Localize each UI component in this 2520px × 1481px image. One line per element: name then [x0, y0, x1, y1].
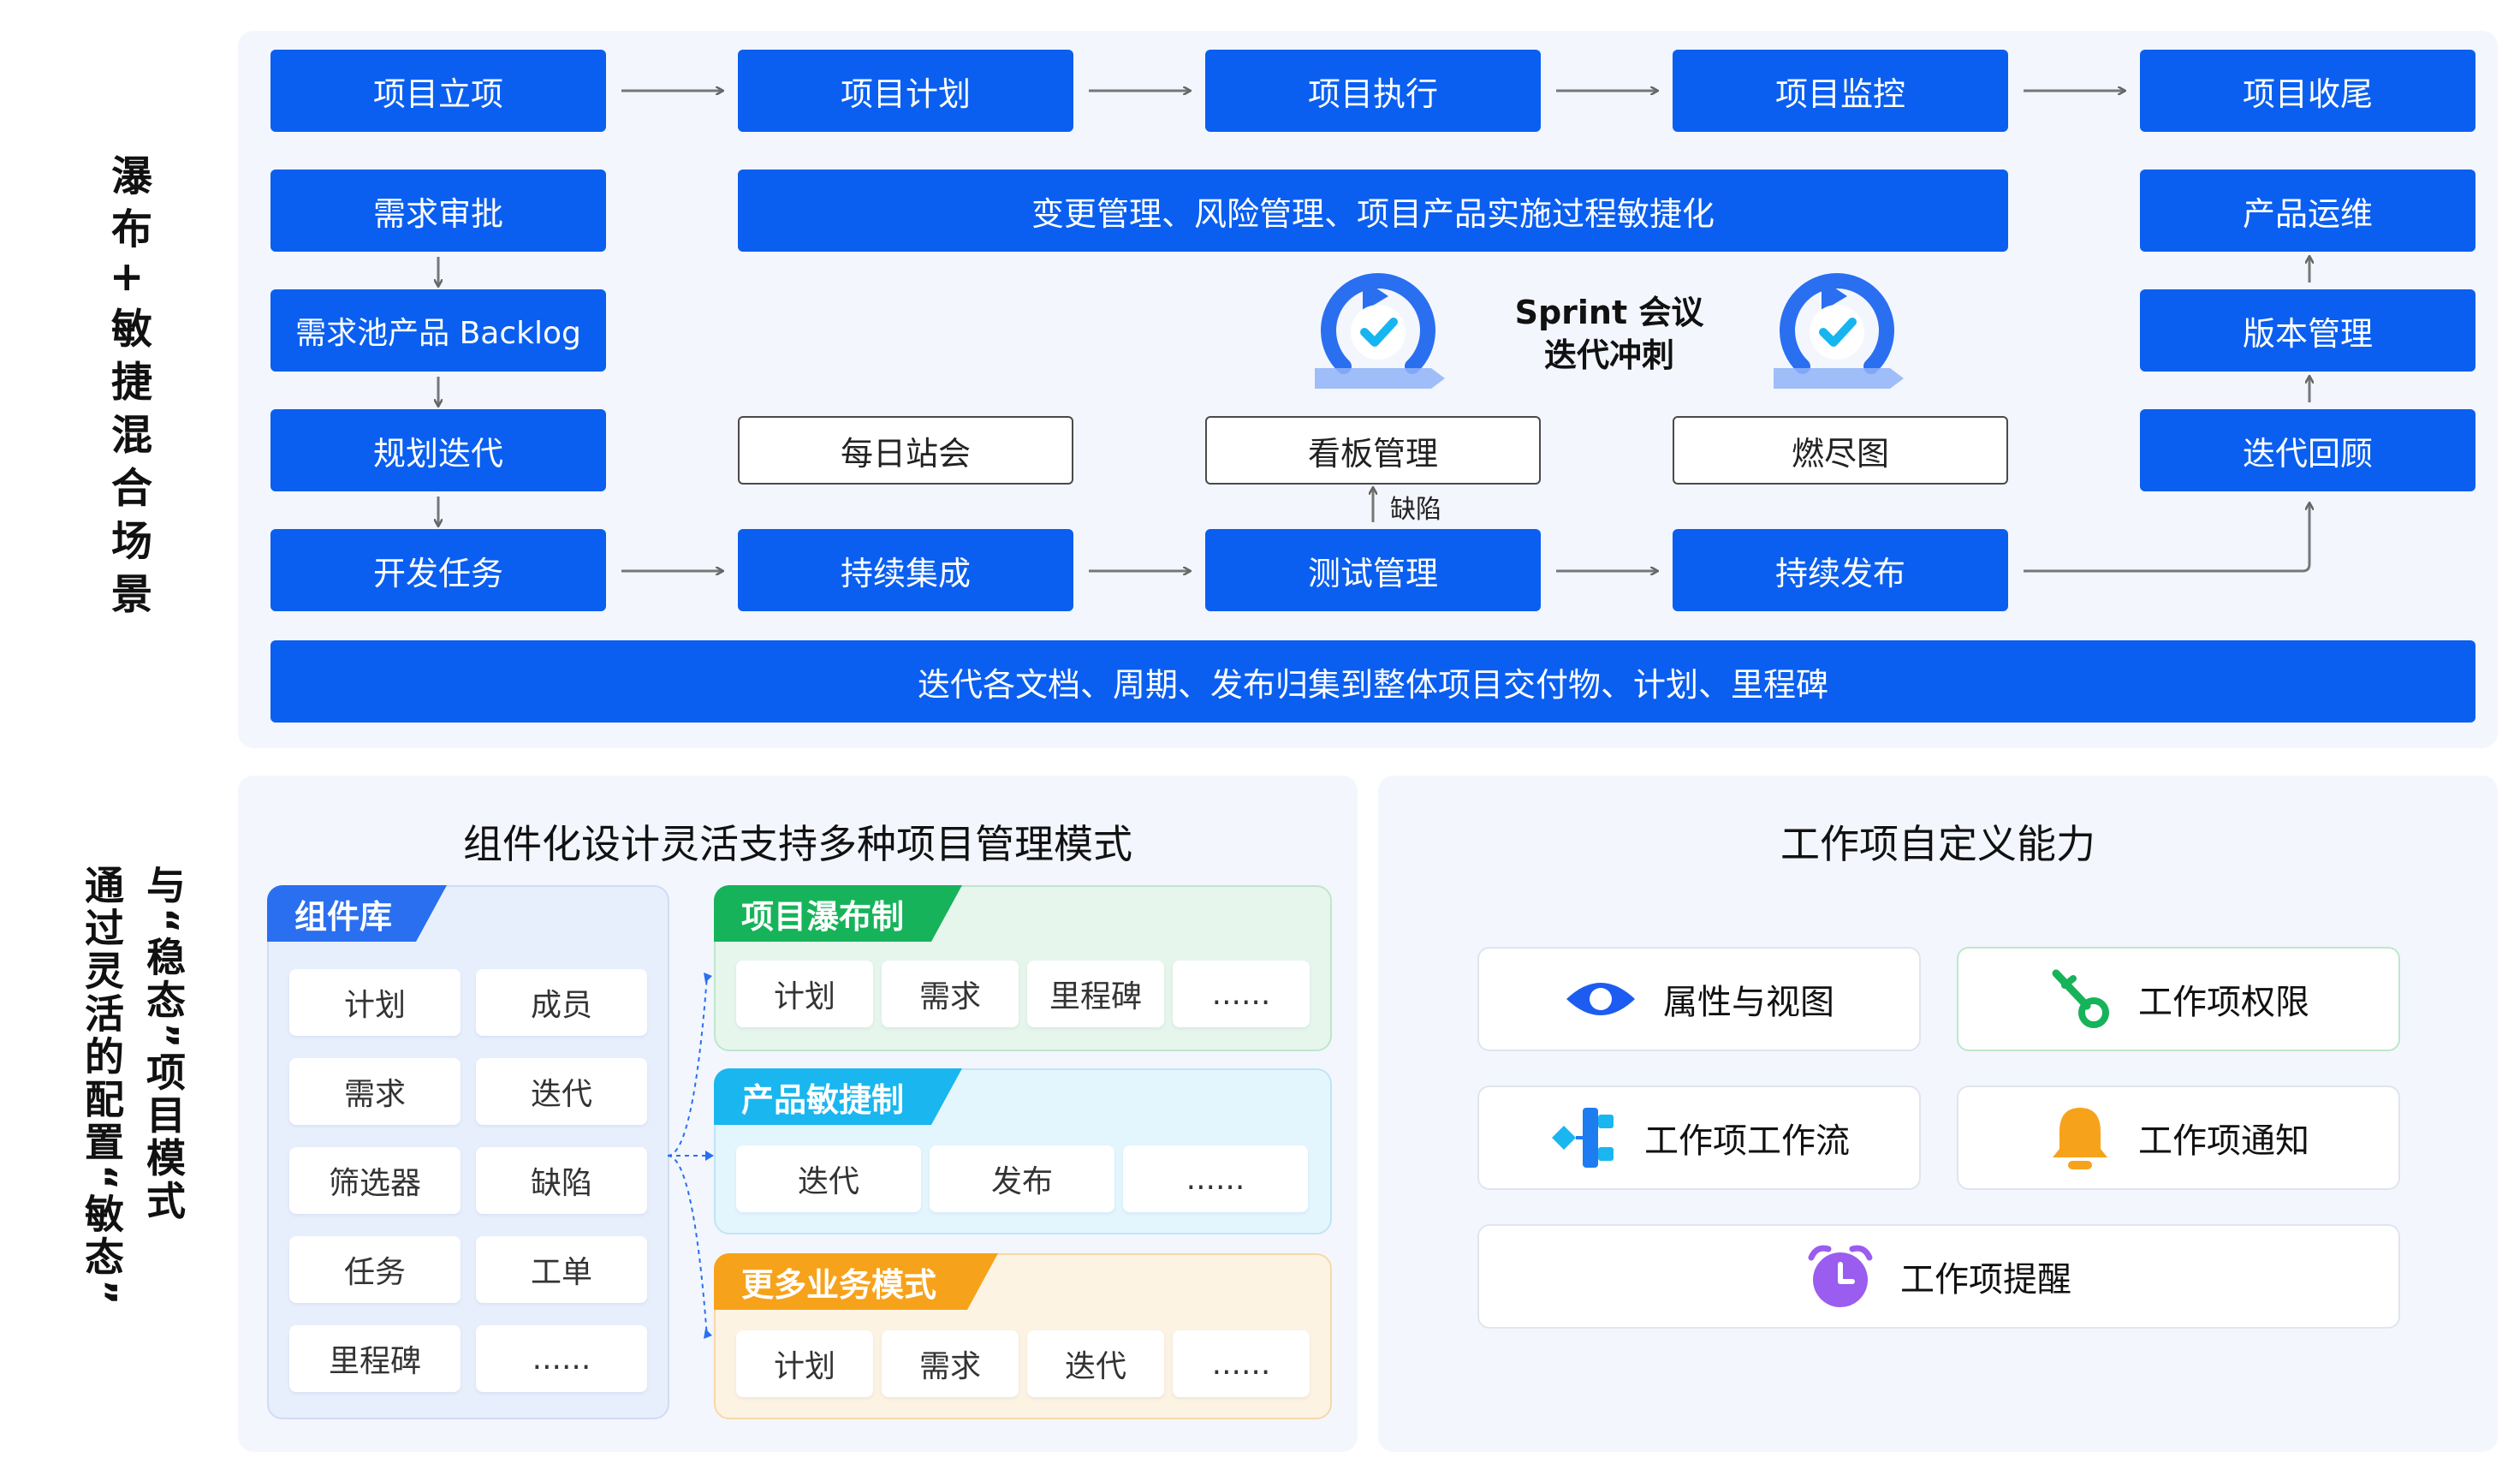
phase-box: 项目监控	[1673, 50, 2008, 132]
arrow-to-retrospective	[2024, 503, 2309, 573]
sprint-meeting-label: Sprint 会议 迭代冲刺	[1481, 291, 1738, 377]
kanban-box: 看板管理	[1205, 416, 1541, 485]
library-item: 计划	[289, 969, 461, 1036]
more-modes-tag: 更多业务模式	[714, 1253, 998, 1310]
more-mode-item: ......	[1173, 1330, 1310, 1397]
plan-iteration-box: 规划迭代	[270, 409, 606, 491]
mode-label-col-1: 与“稳态”项目模式	[140, 865, 187, 1223]
library-item: 任务	[289, 1236, 461, 1303]
feature-label: 工作项提醒	[1900, 1260, 2071, 1300]
backlog-box: 需求池产品 Backlog	[270, 289, 606, 372]
bell-icon	[2053, 1108, 2107, 1169]
more-mode-item: 计划	[736, 1330, 873, 1397]
test-management-box: 测试管理	[1205, 529, 1541, 611]
phase-box: 项目计划	[738, 50, 1073, 132]
agile-item: 发布	[930, 1145, 1114, 1212]
feature-label: 工作项权限	[2138, 983, 2309, 1022]
feature-label: 工作项工作流	[1644, 1121, 1850, 1161]
library-item: 成员	[476, 969, 647, 1036]
phase-box: 项目立项	[270, 50, 606, 132]
requirement-approval-box: 需求审批	[270, 170, 606, 252]
sprint-cycle-icon	[1315, 273, 1445, 389]
key-icon	[2052, 969, 2109, 1028]
library-item: 迭代	[476, 1058, 647, 1125]
feature-label: 属性与视图	[1663, 983, 1834, 1022]
defect-label: 缺陷	[1390, 495, 1441, 525]
daily-standup-box: 每日站会	[738, 416, 1073, 485]
product-ops-box: 产品运维	[2140, 170, 2475, 252]
version-management-box: 版本管理	[2140, 289, 2475, 372]
ci-box: 持续集成	[738, 529, 1073, 611]
phase-box: 项目执行	[1205, 50, 1541, 132]
more-mode-item: 迭代	[1027, 1330, 1164, 1397]
feature-label: 工作项通知	[2138, 1121, 2309, 1161]
waterfall-mode-tag: 项目瀑布制	[714, 885, 962, 942]
burndown-box: 燃尽图	[1673, 416, 2008, 485]
hybrid-scenario-label: 瀑布+敏捷混合场景	[104, 154, 152, 626]
sprint-line-1: Sprint 会议	[1514, 294, 1704, 331]
feature-properties-views: 属性与视图	[1477, 947, 1921, 1051]
workitem-panel-title: 工作项自定义能力	[1780, 821, 2095, 867]
waterfall-item: 里程碑	[1027, 961, 1164, 1027]
feature-reminders: 工作项提醒	[1477, 1224, 2400, 1329]
library-item: 筛选器	[289, 1147, 461, 1214]
library-item: 工单	[476, 1236, 647, 1303]
eye-icon	[1566, 983, 1635, 1015]
summary-bar: 迭代各文档、周期、发布归集到整体项目交付物、计划、里程碑	[270, 640, 2475, 723]
flow-arrows	[0, 0, 2520, 770]
workflow-icon	[1552, 1108, 1614, 1168]
phase-box: 项目收尾	[2140, 50, 2475, 132]
sprint-cycle-icon	[1774, 273, 1904, 389]
agile-mode-tag: 产品敏捷制	[714, 1068, 962, 1125]
mode-label-col-2: 通过灵活的配置“敏态”	[79, 865, 125, 1309]
change-management-box: 变更管理、风险管理、项目产品实施过程敏捷化	[738, 170, 2008, 252]
more-mode-item: 需求	[882, 1330, 1019, 1397]
library-item: 里程碑	[289, 1325, 461, 1392]
sprint-line-2: 迭代冲刺	[1543, 336, 1674, 374]
dev-task-box: 开发任务	[270, 529, 606, 611]
waterfall-item: 计划	[736, 961, 873, 1027]
agile-item: 迭代	[736, 1145, 921, 1212]
feature-workflow: 工作项工作流	[1477, 1085, 1921, 1190]
components-panel-title: 组件化设计灵活支持多种项目管理模式	[463, 821, 1132, 867]
waterfall-item: 需求	[882, 961, 1019, 1027]
library-to-modes-connector	[667, 972, 714, 1339]
feature-permissions: 工作项权限	[1957, 947, 2400, 1051]
hybrid-scenario-panel	[238, 31, 2498, 748]
retrospective-box: 迭代回顾	[2140, 409, 2475, 491]
cd-box: 持续发布	[1673, 529, 2008, 611]
library-item: ......	[476, 1325, 647, 1392]
library-item: 需求	[289, 1058, 461, 1125]
alarm-clock-icon	[1808, 1245, 1873, 1307]
waterfall-item: ......	[1173, 961, 1310, 1027]
component-library-tag: 组件库	[267, 885, 447, 942]
agile-item: ......	[1123, 1145, 1308, 1212]
library-item: 缺陷	[476, 1147, 647, 1214]
feature-notifications: 工作项通知	[1957, 1085, 2400, 1190]
